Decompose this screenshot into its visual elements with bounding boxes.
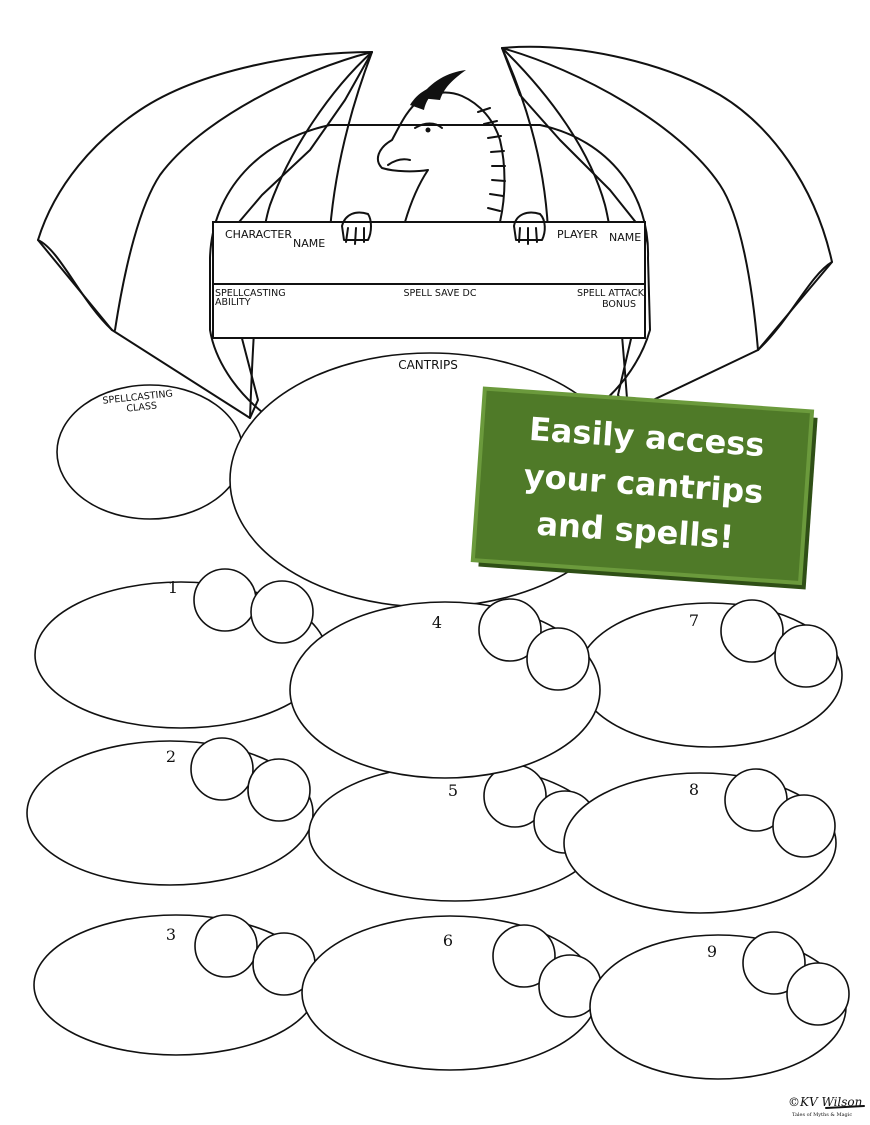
spell-attack-bonus-label-2: BONUS (602, 299, 636, 310)
dragon-left-wing (37, 51, 373, 419)
spell-slot-3a[interactable] (194, 914, 258, 978)
character-name-label-2: NAME (293, 237, 325, 250)
spell-slot-7a[interactable] (720, 599, 784, 663)
spell-attack-bonus-label: SPELL ATTACK (577, 288, 645, 299)
name-bar (212, 221, 646, 285)
dragon-head-art (376, 70, 506, 223)
header-circle (209, 124, 651, 413)
spellcasting-ability-label: SPELLCASTING (215, 288, 286, 299)
spellcasting-class-label-2: CLASS (126, 400, 158, 414)
spell-level-7-number: 7 (689, 611, 699, 630)
spell-level-3-group: 3 (33, 914, 319, 1056)
spell-level-9-number: 9 (707, 942, 717, 961)
spell-slot-2b[interactable] (247, 758, 311, 822)
spell-level-6-number: 6 (443, 931, 453, 950)
spell-slot-4a[interactable] (478, 598, 542, 662)
spell-level-8-number: 8 (689, 780, 699, 799)
spell-slot-9a[interactable] (742, 931, 806, 995)
artist-subtitle: Tales of Myths & Magic (792, 1112, 852, 1118)
player-name-label: PLAYER (557, 228, 598, 241)
spell-slot-2a[interactable] (190, 737, 254, 801)
dragon-right-claw (513, 211, 546, 245)
stats-bar (212, 283, 646, 339)
cantrips-label: CANTRIPS (398, 358, 458, 372)
spell-slot-4b[interactable] (526, 627, 590, 691)
character-name-label: CHARACTER (225, 228, 292, 241)
artist-signature: ©KV Wilson Tales of Myths & Magic (788, 1095, 865, 1118)
spell-slot-1a[interactable] (193, 568, 257, 632)
spell-level-2-group: 2 (26, 737, 314, 886)
spellcasting-ability-label-2: ABILITY (215, 297, 251, 308)
artist-copyright: ©KV Wilson (788, 1095, 862, 1109)
spell-level-8-group: 8 (563, 768, 837, 914)
spell-slot-1b[interactable] (250, 580, 314, 644)
spell-level-6-group: 6 (301, 915, 602, 1071)
promo-banner: Easily access your cantrips and spells! (470, 386, 818, 590)
player-name-label-2: NAME (609, 231, 641, 244)
spell-slot-8b[interactable] (772, 794, 836, 858)
spell-level-2-number: 2 (166, 747, 176, 766)
spell-level-4-number: 4 (432, 613, 442, 632)
promo-banner-face (470, 386, 815, 586)
spell-level-1-group: 1 (34, 568, 328, 729)
spell-slot-6a[interactable] (492, 924, 556, 988)
dragon-left-claw (341, 211, 372, 245)
spell-level-4-group: 4 (289, 598, 601, 779)
spell-slot-7b[interactable] (774, 624, 838, 688)
spell-level-5-group: 5 (308, 764, 602, 902)
spell-save-dc-label: SPELL SAVE DC (404, 288, 477, 299)
spell-level-7-group: 7 (577, 599, 843, 748)
spell-level-1-number: 1 (168, 578, 178, 597)
spell-level-3-number: 3 (166, 925, 176, 944)
spell-level-5-number: 5 (448, 781, 458, 800)
spell-slot-9b[interactable] (786, 962, 850, 1026)
spell-level-9-group: 9 (589, 931, 850, 1080)
